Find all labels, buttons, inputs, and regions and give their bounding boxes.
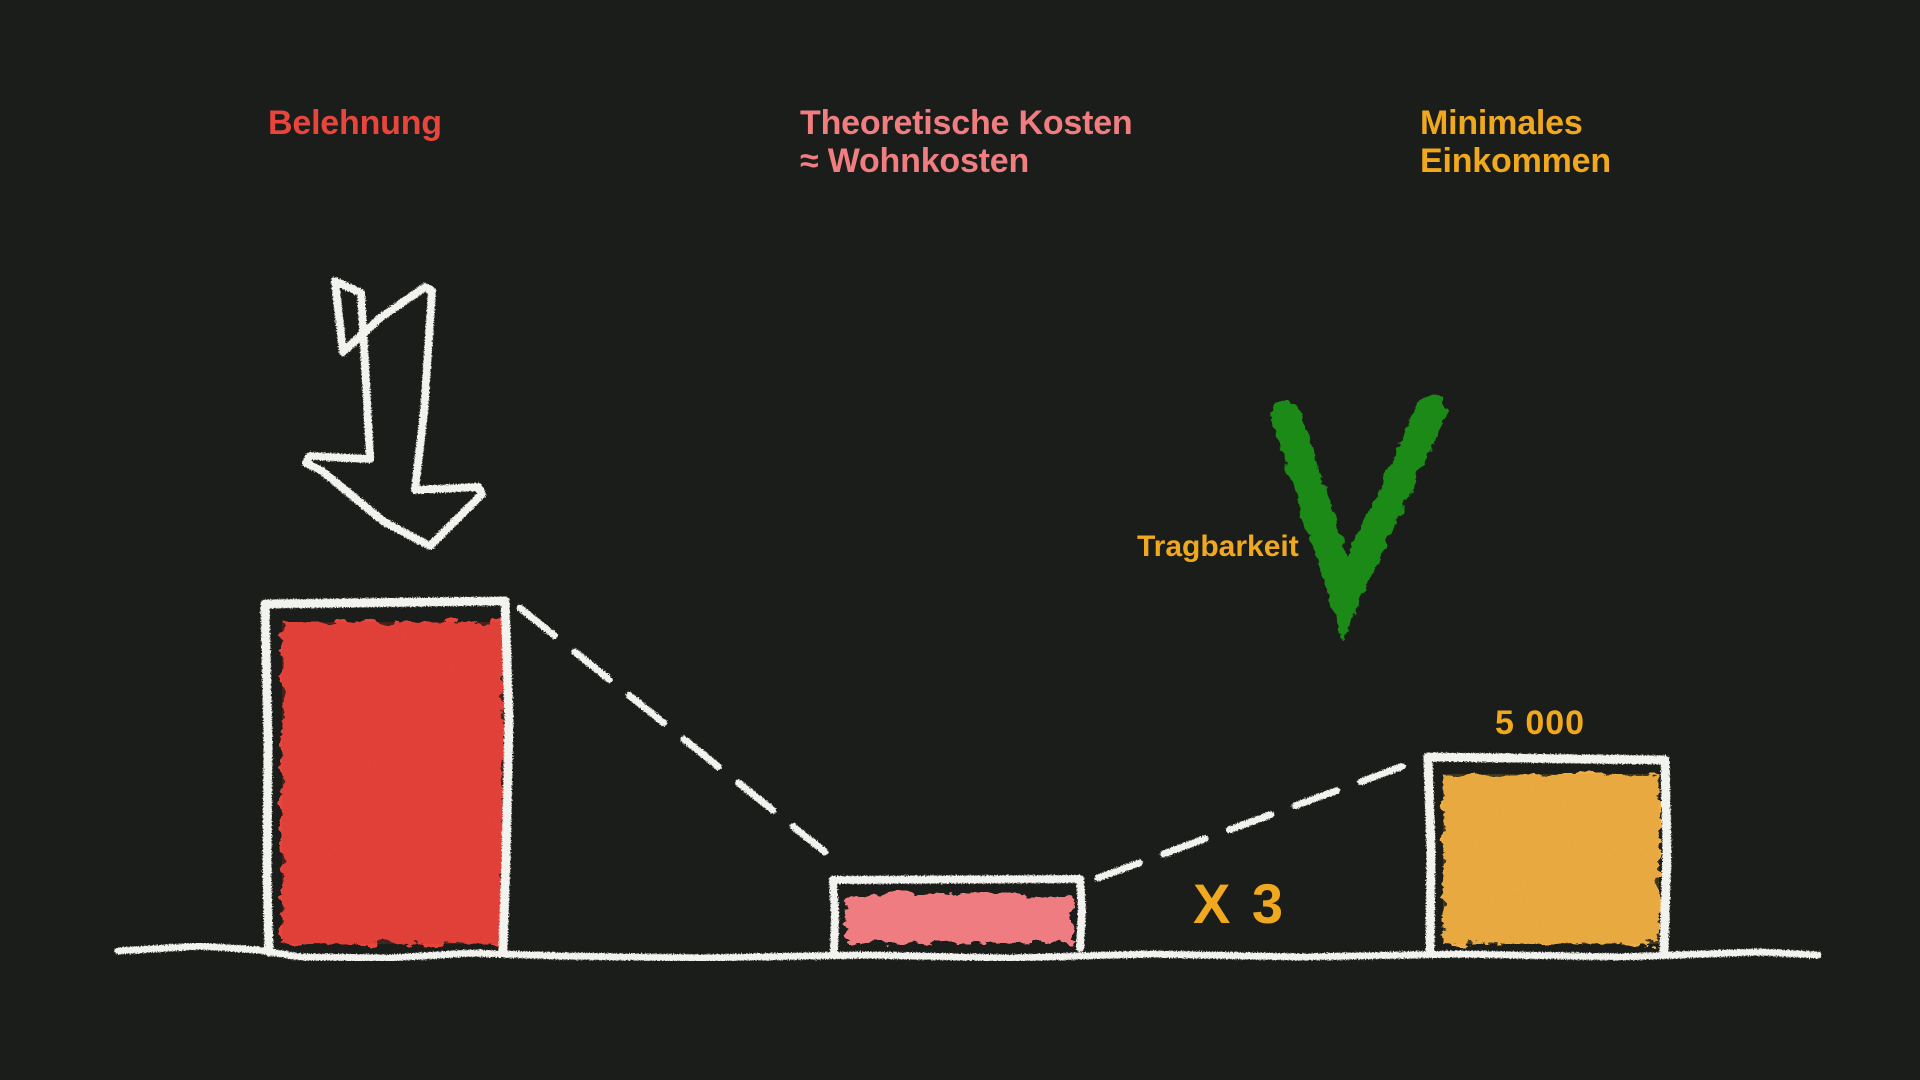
ground-line	[114, 942, 1822, 962]
label-multiplier: X 3	[1193, 872, 1287, 935]
bar-theoretische-kosten	[829, 875, 1086, 954]
header-theoretische-kosten: Theoretische Kosten ≈ Wohnkosten	[800, 104, 1133, 181]
dashed-connector-left	[516, 604, 829, 856]
header-minimales-einkommen: Minimales Einkommen	[1420, 104, 1611, 181]
header-belehnung: Belehnung	[268, 104, 442, 142]
down-arrow-icon	[302, 277, 486, 550]
bar-belehnung	[260, 596, 514, 957]
dashed-connector-right	[1094, 756, 1424, 882]
bar-minimales-einkommen	[1423, 752, 1672, 956]
label-income-value: 5 000	[1495, 704, 1586, 742]
green-check-icon	[1271, 395, 1447, 640]
label-tragbarkeit: Tragbarkeit	[1137, 530, 1299, 563]
